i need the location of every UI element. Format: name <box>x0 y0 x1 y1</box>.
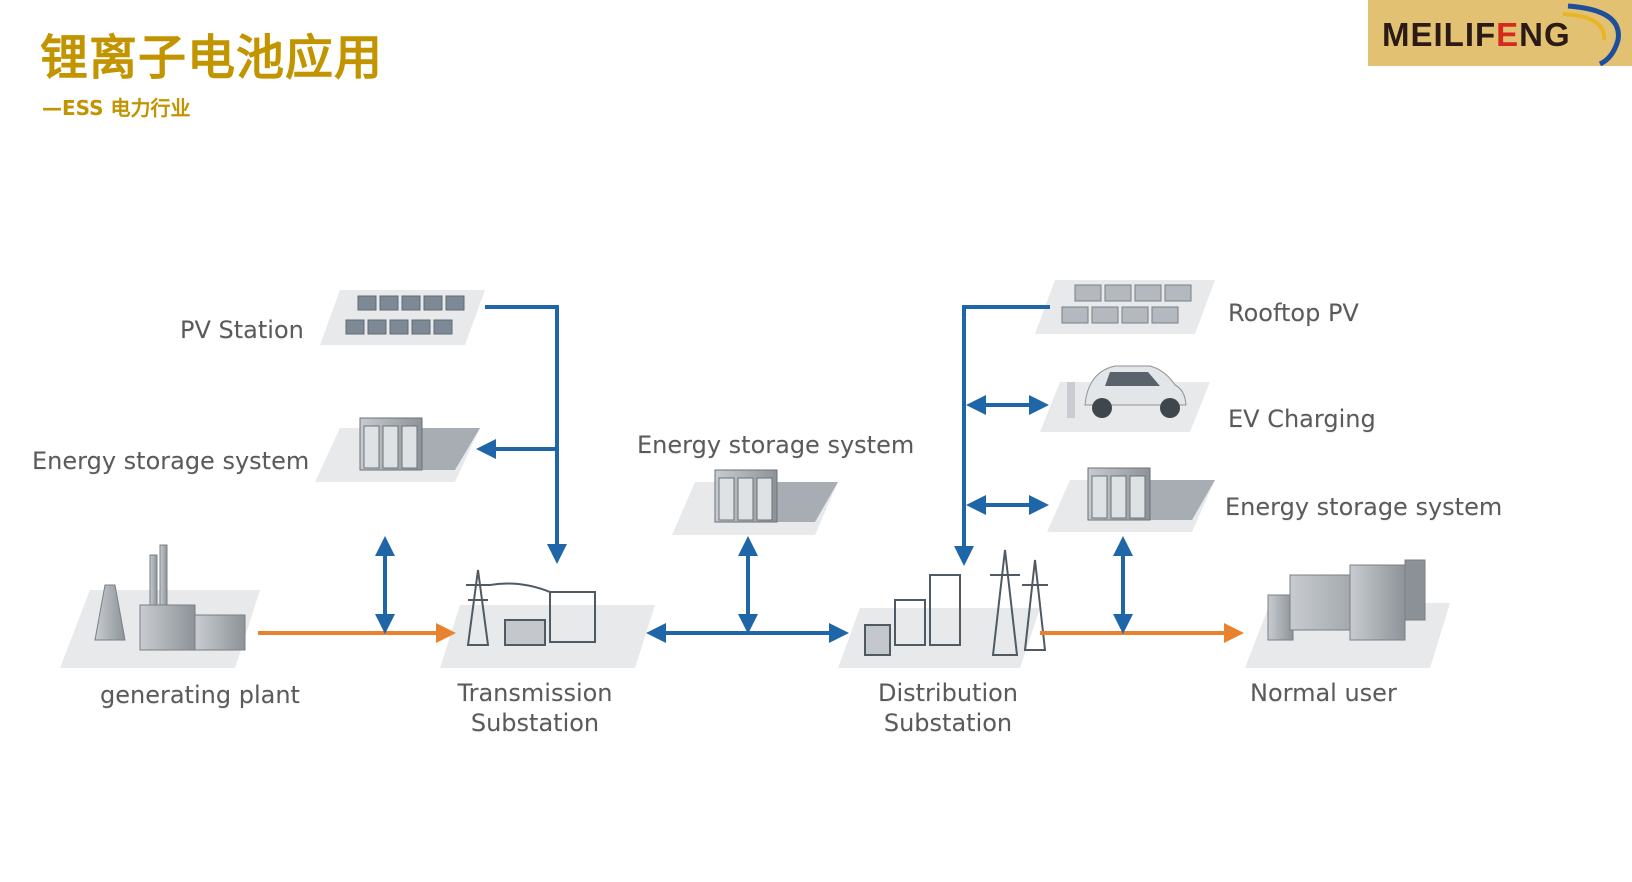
battery-icon-middle <box>714 469 838 523</box>
logo-text: MEILIFENG <box>1382 16 1571 53</box>
label-distribution-line1: Distribution <box>877 679 1018 707</box>
pv-station-flow <box>485 305 567 564</box>
company-logo: MEILIFENG <box>1368 0 1632 66</box>
distribution-bus <box>954 305 1050 566</box>
label-normal-user: Normal user <box>1250 679 1397 707</box>
page-subtitle: —ESS 电力行业 <box>42 96 191 120</box>
label-ess-middle: Energy storage system <box>637 431 915 459</box>
transmission-tower-icon <box>466 569 596 646</box>
label-ev-charging: EV Charging <box>1228 405 1376 433</box>
distribution-substation-icon <box>864 549 1048 656</box>
rooftop-house-icon <box>1061 284 1192 324</box>
battery-icon-left <box>359 417 480 471</box>
label-pv-station: PV Station <box>180 316 304 344</box>
building-icon <box>1267 559 1426 641</box>
label-transmission-line2: Substation <box>470 709 600 737</box>
battery-icon-right <box>1087 467 1215 521</box>
power-plant-icon <box>94 544 246 651</box>
page-title: 锂离子电池应用 <box>40 30 384 86</box>
label-rooftop-pv: Rooftop PV <box>1228 299 1359 327</box>
label-ess-left: Energy storage system <box>32 447 310 475</box>
logo-arc-icon <box>1562 3 1621 66</box>
label-ess-right: Energy storage system <box>1225 493 1503 521</box>
storage-flow-lines <box>375 305 1133 643</box>
label-transmission-substation: Transmission Substation <box>440 678 630 738</box>
electric-car-icon <box>1067 365 1187 418</box>
label-distribution-substation: Distribution Substation <box>848 678 1048 738</box>
label-transmission-line1: Transmission <box>457 679 613 707</box>
label-distribution-line2: Substation <box>883 709 1013 737</box>
transmission-platform <box>440 605 655 668</box>
solar-panel-icon <box>345 295 465 335</box>
label-generating-plant: generating plant <box>100 681 300 709</box>
